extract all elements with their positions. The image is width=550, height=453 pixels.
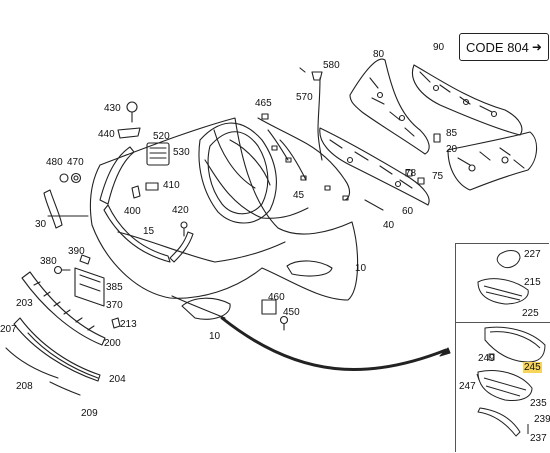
upper-grill-molding [229,139,271,186]
bracket-460 [261,299,277,315]
support-bracket-center [349,58,430,155]
part-label-227: 227 [524,249,541,260]
part-label-204: 204 [109,374,126,385]
arrow-head-panel [439,347,451,357]
bolt-430 [126,101,138,123]
part-label-520: 520 [153,131,170,142]
part-label-209: 209 [81,408,98,419]
energy-absorber-bracket [319,127,430,206]
fog-lamp-frame [484,326,546,363]
part-label-235: 235 [530,398,547,409]
part-label-213: 213 [120,319,137,330]
part-label-208: 208 [16,381,33,392]
clip-85 [433,133,441,143]
fog-lamp-detail-panel [455,243,549,452]
part-label-75: 75 [432,171,444,182]
bracket-440 [117,127,141,139]
part-label-40: 40 [383,220,395,231]
clip-390 [79,254,91,265]
trim-strip-239 [477,407,521,437]
part-label-237: 237 [530,433,547,444]
part-label-10-right: 10 [355,263,367,274]
panel-divider [455,322,550,323]
part-label-470: 470 [67,157,84,168]
part-label-245-highlighted: 245 [523,362,542,373]
part-label-410: 410 [163,180,180,191]
trim-strip-208 [5,347,59,379]
part-label-215: 215 [524,277,541,288]
code-804-label: CODE 804 [466,39,529,55]
part-label-203: 203 [16,298,33,309]
part-label-15: 15 [143,226,155,237]
part-label-60: 60 [402,206,414,217]
arrow-right-icon: ➜ [531,40,542,54]
part-label-78: 78 [405,168,417,179]
cable-570 [317,77,323,161]
part-label-430: 430 [104,103,121,114]
clip-78 [405,169,413,177]
support-bracket-right [412,64,523,136]
part-label-90: 90 [433,42,445,53]
clip-400 [131,185,141,199]
trim-strip-209 [49,381,81,396]
arch-trim-left [43,189,63,229]
part-label-460: 460 [268,292,285,303]
trim-strip-207 [13,317,101,382]
part-label-249: 249 [478,353,495,364]
clip-75 [417,177,425,185]
wiring-harness [257,113,351,201]
part-label-530: 530 [173,147,190,158]
part-label-370: 370 [106,300,123,311]
trim-strip-204 [27,332,99,379]
part-label-80: 80 [373,49,385,60]
grille-opening [198,122,277,224]
part-label-400: 400 [124,206,141,217]
part-label-30: 30 [35,219,47,230]
part-label-20: 20 [446,144,458,155]
bezel-245 [477,370,533,401]
part-label-225: 225 [522,308,539,319]
screw-247 [476,373,480,381]
part-label-239: 239 [534,414,550,425]
part-label-85: 85 [446,128,458,139]
fastener-480 [59,173,69,183]
screw-450 [279,315,289,331]
part-label-200: 200 [104,338,121,349]
part-label-45: 45 [293,190,305,201]
side-trim-strip [99,146,194,263]
license-plate-bracket [74,267,105,307]
leader-arrow-panel [220,316,448,371]
part-label-385: 385 [106,282,123,293]
clip-249 [488,353,495,361]
fastener-470 [70,172,82,184]
fog-lamp-cover-227 [496,250,521,269]
part-label-450: 450 [283,307,300,318]
screw-420 [180,221,188,237]
code-804-tag: CODE 804 ➜ [459,33,549,61]
part-label-420: 420 [172,205,189,216]
part-label-465: 465 [255,98,272,109]
part-label-570: 570 [296,92,313,103]
part-label-10-bottom: 10 [209,331,221,342]
part-label-207: 207 [0,324,17,335]
part-label-380: 380 [40,256,57,267]
bolt-380 [53,265,71,275]
clip-580 [299,67,323,81]
rod-part-40 [364,199,384,211]
part-label-390: 390 [68,246,85,257]
clip-213 [111,317,121,329]
fog-lamp-trim-215 [477,278,529,305]
sensor-module-520 [146,142,170,166]
part-label-580: 580 [323,60,340,71]
grille-insert [21,271,106,346]
part-label-247: 247 [459,381,476,392]
part-label-480: 480 [46,157,63,168]
mounting-bracket-lower [447,131,538,191]
part-label-440: 440 [98,129,115,140]
bolt-410 [145,182,159,191]
